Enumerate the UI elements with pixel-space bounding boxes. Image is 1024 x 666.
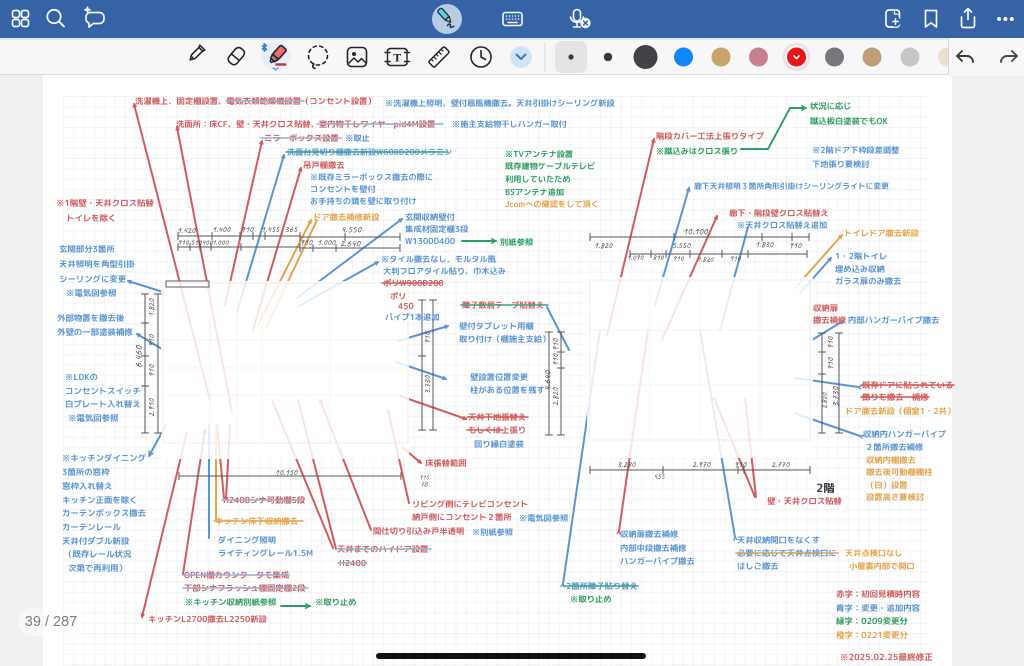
svg-text:T: T (393, 51, 401, 65)
